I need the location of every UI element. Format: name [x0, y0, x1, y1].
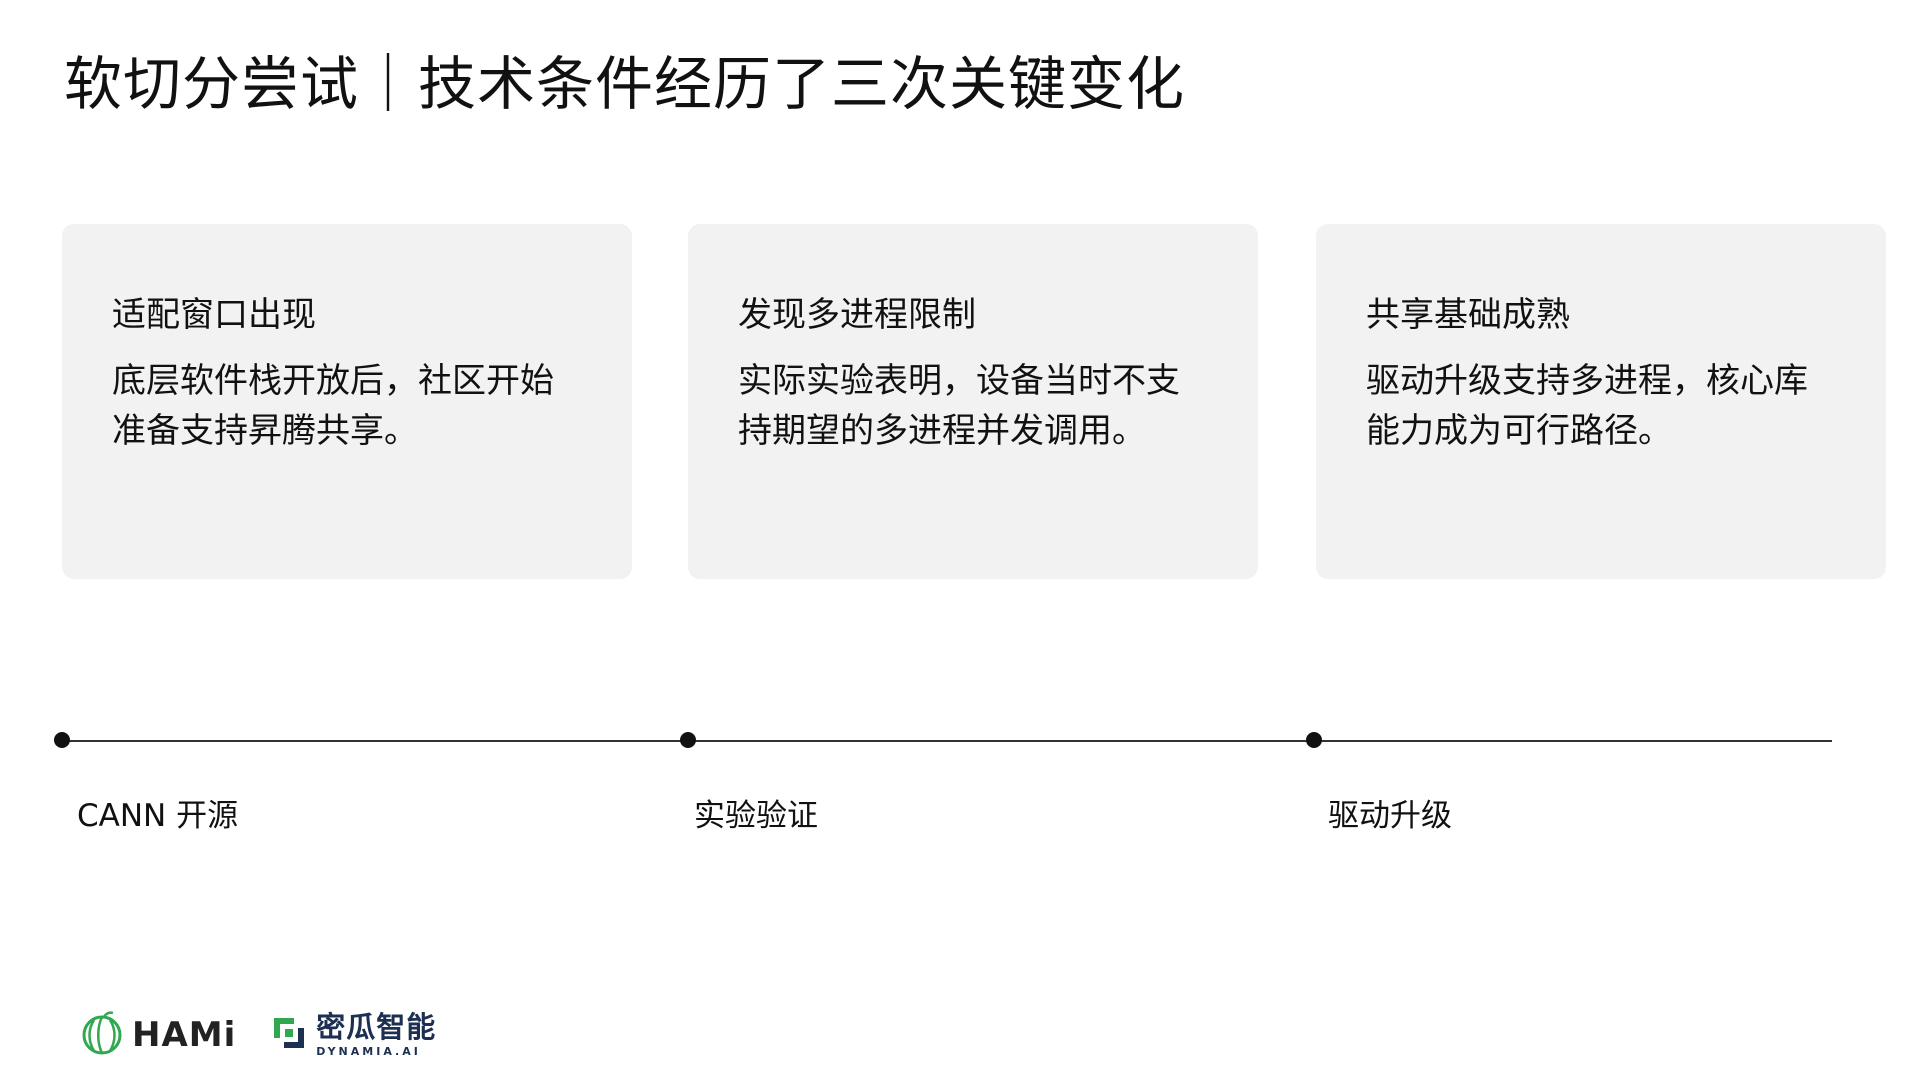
card-multiprocess-limit: 发现多进程限制 实际实验表明，设备当时不支持期望的多进程并发调用。	[688, 224, 1258, 579]
logo-bar: HAMi 密瓜智能 DYNAMIA.AI	[80, 1010, 436, 1060]
milestone-label: 驱动升级	[1328, 798, 1452, 834]
timeline-line	[62, 740, 1832, 742]
timeline-dot	[1306, 732, 1322, 748]
card-title: 共享基础成熟	[1366, 295, 1570, 335]
melon-icon	[80, 1011, 124, 1059]
card-adaptation-window: 适配窗口出现 底层软件栈开放后，社区开始准备支持昇腾共享。	[62, 224, 632, 579]
timeline-dot	[680, 732, 696, 748]
card-title: 适配窗口出现	[112, 295, 316, 335]
card-title: 发现多进程限制	[738, 295, 976, 335]
milestone-label: CANN 开源	[77, 798, 239, 834]
hami-logo: HAMi	[80, 1011, 236, 1059]
dynamia-mark-icon	[270, 1014, 308, 1056]
page-title: 软切分尝试｜技术条件经历了三次关键变化	[64, 50, 1186, 118]
dynamia-logo: 密瓜智能 DYNAMIA.AI	[270, 1013, 436, 1057]
timeline-dot	[54, 732, 70, 748]
dynamia-cn-wordmark: 密瓜智能	[316, 1010, 437, 1044]
milestone-label: 实验验证	[694, 798, 818, 834]
card-sharing-foundation: 共享基础成熟 驱动升级支持多进程，核心库能力成为可行路径。	[1316, 224, 1886, 579]
card-text: 底层软件栈开放后，社区开始准备支持昇腾共享。	[112, 361, 554, 451]
timeline: CANN 开源 实验验证 驱动升级	[0, 720, 1921, 860]
card-text: 驱动升级支持多进程，核心库能力成为可行路径。	[1366, 361, 1808, 451]
dynamia-en-wordmark: DYNAMIA.AI	[316, 1045, 421, 1058]
card-text: 实际实验表明，设备当时不支持期望的多进程并发调用。	[738, 361, 1180, 451]
hami-wordmark: HAMi	[132, 1015, 237, 1055]
